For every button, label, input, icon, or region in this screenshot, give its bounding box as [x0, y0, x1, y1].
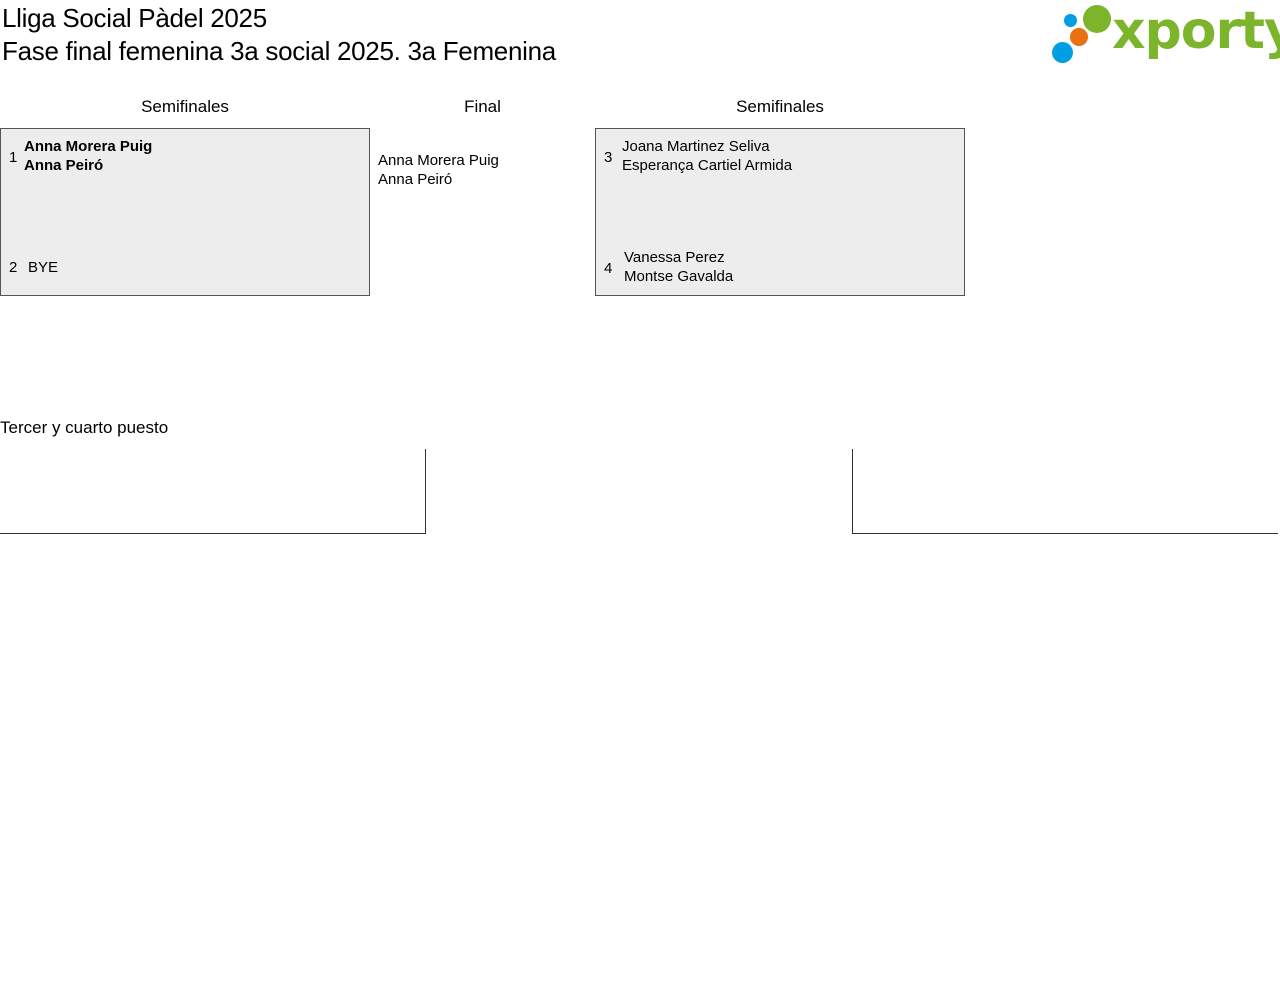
round-label-semifinal-right: Semifinales	[736, 97, 824, 116]
player-name: Montse Gavalda	[624, 268, 734, 285]
player-name: Vanessa Perez	[624, 249, 725, 266]
xporty-logo: xporty	[1052, 1, 1280, 66]
round-label-final: Final	[464, 97, 501, 116]
player-name: Anna Morera Puig	[24, 138, 153, 155]
final-team-entry[interactable]: Anna Morera Puig Anna Peiró	[378, 151, 499, 189]
logo-dot-orange	[1070, 28, 1088, 46]
page-subtitle: Fase final femenina 3a social 2025. 3a F…	[2, 36, 556, 66]
page-title: Lliga Social Pàdel 2025	[2, 3, 267, 33]
bracket-line-left-vertical	[425, 449, 426, 534]
player-name: Anna Peiró	[378, 171, 453, 188]
team-entry[interactable]: Vanessa Perez Montse Gavalda	[624, 248, 733, 286]
bracket-line-right-horizontal	[852, 533, 1278, 534]
team-entry-winner[interactable]: Anna Morera Puig Anna Peiró	[24, 137, 152, 175]
seed-number: 2	[9, 259, 18, 276]
team-entry[interactable]: Joana Martinez Seliva Esperança Cartiel …	[622, 137, 792, 175]
logo-wordmark: xporty	[1112, 1, 1280, 61]
bracket-line-left-horizontal	[0, 533, 426, 534]
player-name: Anna Peiró	[24, 157, 104, 174]
match-box-semifinal-1[interactable]: 1 Anna Morera Puig Anna Peiró 2 BYE	[0, 128, 370, 296]
bracket-line-right-vertical	[852, 449, 853, 534]
round-label-semifinal-left: Semifinales	[141, 97, 229, 116]
player-name: Joana Martinez Seliva	[622, 138, 770, 155]
player-name: Anna Morera Puig	[378, 152, 499, 169]
seed-number: 1	[9, 149, 18, 166]
team-entry-bye: BYE	[28, 259, 59, 276]
page-header: Lliga Social Pàdel 2025 Fase final femen…	[2, 2, 556, 68]
logo-dot-blue-large	[1052, 42, 1073, 63]
logo-dot-green	[1083, 5, 1111, 33]
third-place-label: Tercer y cuarto puesto	[0, 418, 169, 437]
logo-dot-blue	[1064, 14, 1077, 27]
match-box-semifinal-2[interactable]: 3 Joana Martinez Seliva Esperança Cartie…	[595, 128, 965, 296]
seed-number: 4	[604, 260, 613, 277]
player-name: Esperança Cartiel Armida	[622, 157, 793, 174]
seed-number: 3	[604, 149, 613, 166]
